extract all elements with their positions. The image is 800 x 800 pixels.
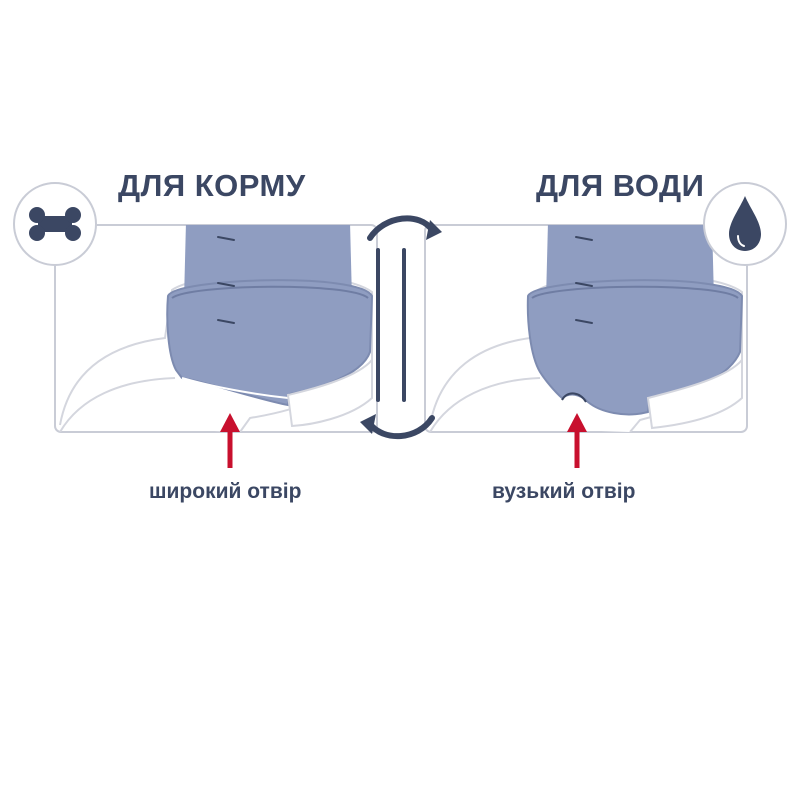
bone-badge: [13, 182, 97, 266]
water-panel: [424, 182, 787, 468]
food-title: ДЛЯ КОРМУ: [118, 168, 306, 203]
water-caption: вузький отвір: [492, 480, 636, 503]
water-scale-mark: [575, 282, 593, 287]
food-red-arrow: [220, 413, 240, 468]
food-cup-rim: [171, 285, 369, 299]
water-narrow-opening: [561, 392, 587, 403]
water-red-arrow: [567, 413, 587, 468]
food-scale-mark: [217, 319, 235, 324]
water-drop-badge: [703, 182, 787, 266]
water-cup-rim: [531, 285, 739, 299]
water-bowl-curve: [429, 377, 541, 432]
water-scale-mark: [575, 319, 593, 324]
food-lip: [286, 357, 373, 428]
food-scale-mark: [217, 282, 235, 287]
swap-arrows-icon: [360, 215, 442, 440]
water-scale-mark: [575, 236, 593, 241]
food-bowl-curve: [59, 377, 176, 432]
bone-icon: [29, 207, 81, 241]
food-wide-opening: [181, 377, 289, 399]
water-drop-icon: [729, 196, 761, 251]
food-panel: [13, 182, 378, 468]
food-scale-mark: [217, 236, 235, 241]
water-title: ДЛЯ ВОДИ: [536, 168, 705, 203]
food-caption: широкий отвір: [149, 480, 302, 503]
water-lip: [646, 357, 743, 430]
water-cup: [526, 279, 744, 416]
